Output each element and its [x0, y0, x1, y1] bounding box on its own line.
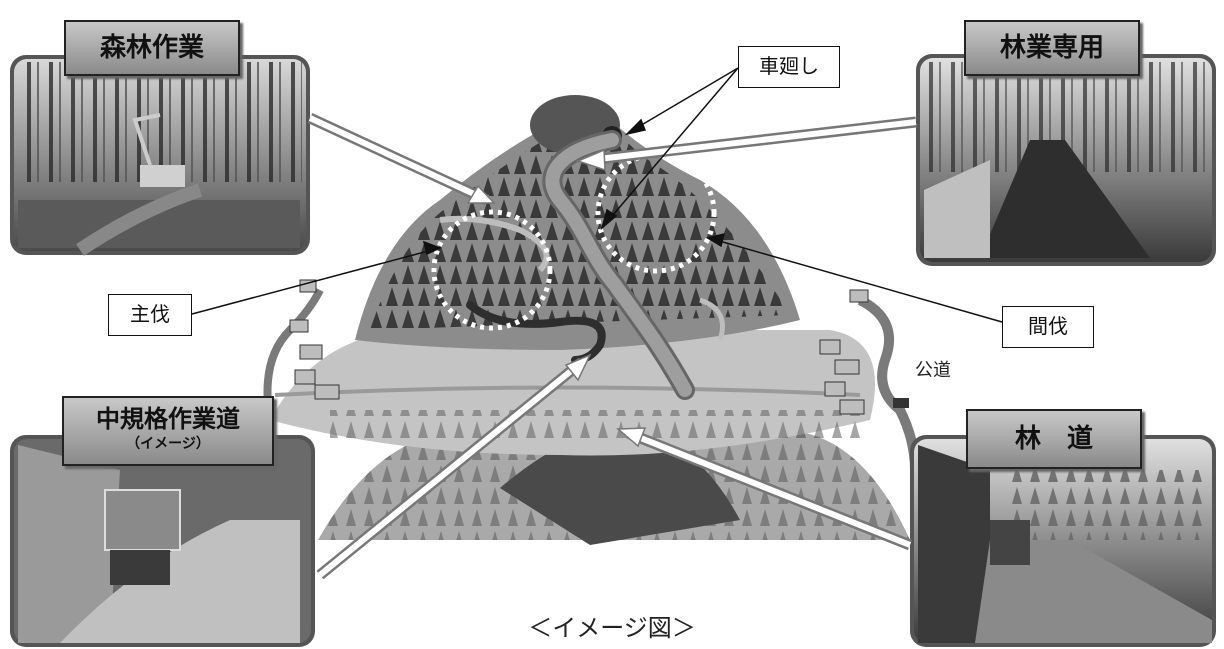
- arrow-dedicated-road: [575, 116, 917, 172]
- photo-forest-work: [10, 55, 310, 256]
- photo-title-work-road-main: 中規格作業道: [96, 405, 240, 433]
- photo-title-forest-work: 森林作業: [64, 20, 240, 76]
- photo-dedicated-forestry-road: [916, 54, 1216, 266]
- photo-title-forest-road: 林 道: [966, 409, 1142, 469]
- arrow-forest-road: [616, 427, 913, 551]
- label-public-road: 公道: [915, 360, 951, 381]
- arrow-forest-work: [307, 113, 496, 205]
- photo-title-work-road-sub: （イメージ）: [126, 436, 210, 452]
- label-final-cutting: 主伐: [108, 294, 192, 336]
- arrow-work-road: [316, 353, 592, 580]
- label-turnaround: 車廻し: [738, 46, 840, 88]
- photo-title-work-road: 中規格作業道 （イメージ）: [62, 396, 274, 466]
- label-thinning: 間伐: [1002, 306, 1094, 348]
- photo-forest-road: [910, 435, 1216, 647]
- caption: ＜イメージ図＞: [528, 614, 696, 642]
- photo-medium-standard-work-road: [10, 435, 315, 647]
- photo-title-dedicated-road: 林業専用: [964, 20, 1140, 76]
- leader-lines: [191, 67, 1003, 323]
